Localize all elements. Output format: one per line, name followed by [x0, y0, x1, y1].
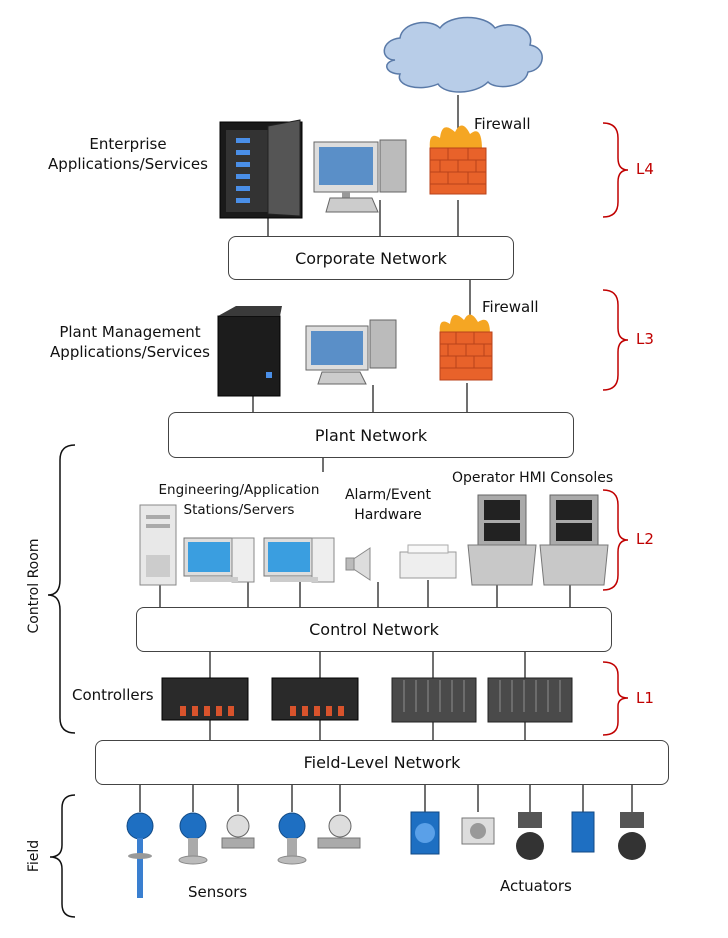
engineering-label: Engineering/Application Stations/Servers [158, 482, 320, 518]
enterprise-workstation-icon [313, 139, 407, 213]
actuator-3-icon [516, 812, 544, 860]
actuator-5-icon [618, 812, 646, 860]
controllers-label: Controllers [72, 686, 154, 704]
internet-cloud-icon [383, 16, 543, 93]
plant-workstation-icon [305, 319, 397, 385]
controller-1-icon [161, 677, 249, 721]
controller-2-icon [271, 677, 359, 721]
brace-field [49, 794, 76, 918]
enterprise-rack-server-icon [219, 119, 303, 219]
plant-management-label: Plant Management Applications/Services [50, 323, 210, 361]
firewall-top-label: Firewall [474, 115, 531, 133]
field-label: Field [26, 839, 42, 873]
plant-network-label: Plant Network [314, 425, 428, 445]
sensor-1-icon [126, 812, 154, 898]
controller-3-icon [391, 677, 477, 723]
engineering-workstation-2-icon [263, 537, 335, 583]
operator-label: Operator HMI Consoles [452, 470, 614, 486]
enterprise-label: Enterprise Applications/Services [48, 135, 208, 173]
brace-control-room [47, 444, 76, 734]
firewall-top-icon [429, 125, 487, 195]
sensor-2-icon [178, 812, 208, 865]
plant-tower-server-icon [217, 306, 282, 397]
level-l3-label: L3 [636, 330, 654, 348]
bracket-l2 [602, 489, 629, 591]
alarm-label: Alarm/Event Hardware [344, 487, 432, 523]
firewall-mid-label: Firewall [482, 298, 539, 316]
bracket-l3 [602, 289, 629, 391]
plant-network: Plant Network [168, 412, 574, 458]
level-brackets [602, 122, 629, 736]
firewall-mid-icon [439, 314, 493, 381]
engineering-workstation-1-icon [183, 537, 255, 583]
group-braces [47, 444, 76, 918]
actuator-1-icon [410, 811, 440, 855]
field-level-network-label: Field-Level Network [303, 753, 461, 772]
engineering-server-icon [139, 504, 177, 586]
control-network: Control Network [136, 607, 612, 652]
sensors-label: Sensors [188, 883, 248, 901]
actuator-2-icon [461, 817, 495, 845]
corporate-network-label: Corporate Network [295, 248, 447, 268]
actuators-label: Actuators [500, 877, 572, 895]
control-room-label: Control Room [26, 538, 42, 634]
level-l4-label: L4 [636, 160, 654, 178]
operator-console-2-icon [539, 494, 609, 586]
control-network-label: Control Network [309, 620, 439, 639]
controller-4-icon [487, 677, 573, 723]
field-level-network: Field-Level Network [95, 740, 669, 785]
bracket-l4 [602, 122, 629, 218]
operator-console-1-icon [467, 494, 537, 586]
alarm-horn-icon [345, 547, 371, 581]
level-l1-label: L1 [636, 689, 654, 707]
sensor-4-icon [277, 812, 307, 865]
connection-lines [139, 95, 633, 812]
bracket-l1 [602, 661, 629, 736]
sensor-3-icon [221, 814, 255, 849]
event-printer-icon [399, 544, 457, 579]
sensor-5-icon [317, 814, 361, 849]
corporate-network: Corporate Network [228, 236, 514, 280]
level-l2-label: L2 [636, 530, 654, 548]
actuator-4-icon [571, 811, 595, 853]
